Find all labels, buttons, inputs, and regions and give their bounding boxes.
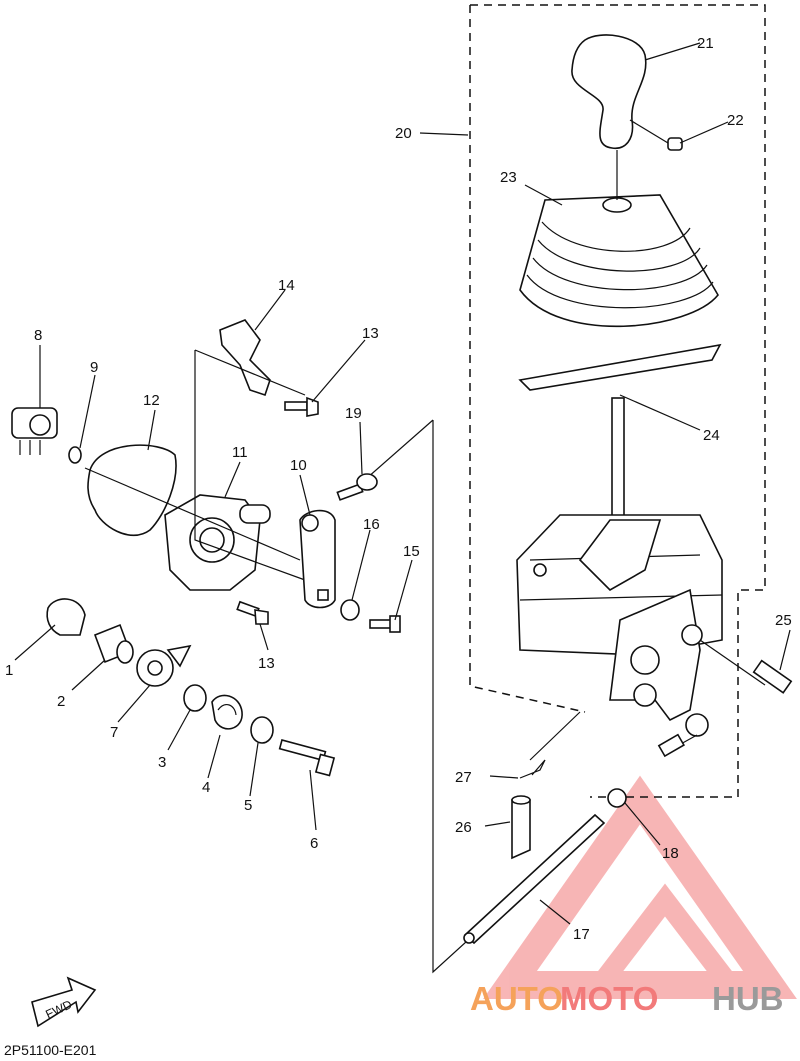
leader-lines: [14, 42, 791, 925]
gate-housing: [516, 514, 723, 758]
callout-17: 17: [573, 926, 590, 943]
callout-23: 23: [500, 169, 517, 186]
fwd-arrow-icon: FWD: [31, 976, 97, 1028]
callout-labels: 1 2 3 4 5 6 7 8 9 10 11 12 13 13 14 15 1…: [5, 35, 792, 943]
washer-16: [340, 599, 360, 621]
part-4-spring: [211, 694, 243, 730]
bracket-14: [219, 319, 271, 397]
sleeve-26: [511, 799, 531, 860]
callout-27: 27: [455, 769, 472, 786]
callout-5: 5: [244, 797, 252, 814]
watermark-logo-icon: [483, 775, 797, 999]
callout-18: 18: [662, 845, 679, 862]
bolt-13-top: [284, 396, 319, 417]
callout-19: 19: [345, 405, 362, 422]
part-1: [46, 598, 86, 636]
gasket-24: [518, 343, 722, 391]
callout-16: 16: [363, 516, 380, 533]
callout-7: 7: [110, 724, 118, 741]
part-2: [93, 623, 134, 664]
callout-4: 4: [202, 779, 210, 796]
bolt-13-bottom: [236, 600, 269, 625]
callout-1: 1: [5, 662, 13, 679]
sensor-8: [11, 407, 58, 455]
callout-2: 2: [57, 693, 65, 710]
part-7-gear: [136, 644, 192, 687]
callout-9: 9: [90, 359, 98, 376]
callout-10: 10: [290, 457, 307, 474]
callout-22: 22: [727, 112, 744, 129]
watermark-moto: MOTO: [560, 980, 658, 1017]
oring-9: [68, 446, 82, 464]
clip-27: [519, 759, 546, 779]
callout-21: 21: [697, 35, 714, 52]
bolt-15: [369, 615, 401, 633]
callout-15: 15: [403, 543, 420, 560]
callout-25: 25: [775, 612, 792, 629]
callout-13b: 13: [258, 655, 275, 672]
shift-boot: [519, 150, 719, 328]
callout-13a: 13: [362, 325, 379, 342]
callout-11: 11: [232, 444, 248, 461]
callout-14: 14: [278, 277, 295, 294]
bolt-19: [336, 473, 378, 501]
callout-26: 26: [455, 819, 472, 836]
knob-screw: [629, 119, 683, 151]
part-6-bolt: [278, 739, 336, 777]
callout-24: 24: [703, 427, 720, 444]
nut-18: [607, 788, 627, 808]
part-5-washer: [250, 716, 274, 744]
gasket-12: [87, 444, 177, 537]
diagram-code: 2P51100-E201: [4, 1042, 97, 1058]
shift-rod: [463, 813, 606, 945]
callout-3: 3: [158, 754, 166, 771]
callout-8: 8: [34, 327, 42, 344]
shift-shaft: [611, 397, 625, 529]
callout-12: 12: [143, 392, 160, 409]
watermark-auto: AUTO: [470, 980, 563, 1017]
lever-10: [299, 509, 336, 609]
bolt-25: [699, 639, 793, 694]
watermark-text: AUTO MOTO HUB: [470, 980, 784, 1017]
part-3-washer: [183, 684, 207, 712]
cover-11: [164, 494, 271, 591]
shift-knob: [571, 34, 647, 149]
callout-6: 6: [310, 835, 318, 852]
callout-20: 20: [395, 125, 412, 142]
assembly-boundary: [469, 4, 766, 798]
watermark-hub: HUB: [712, 980, 784, 1017]
